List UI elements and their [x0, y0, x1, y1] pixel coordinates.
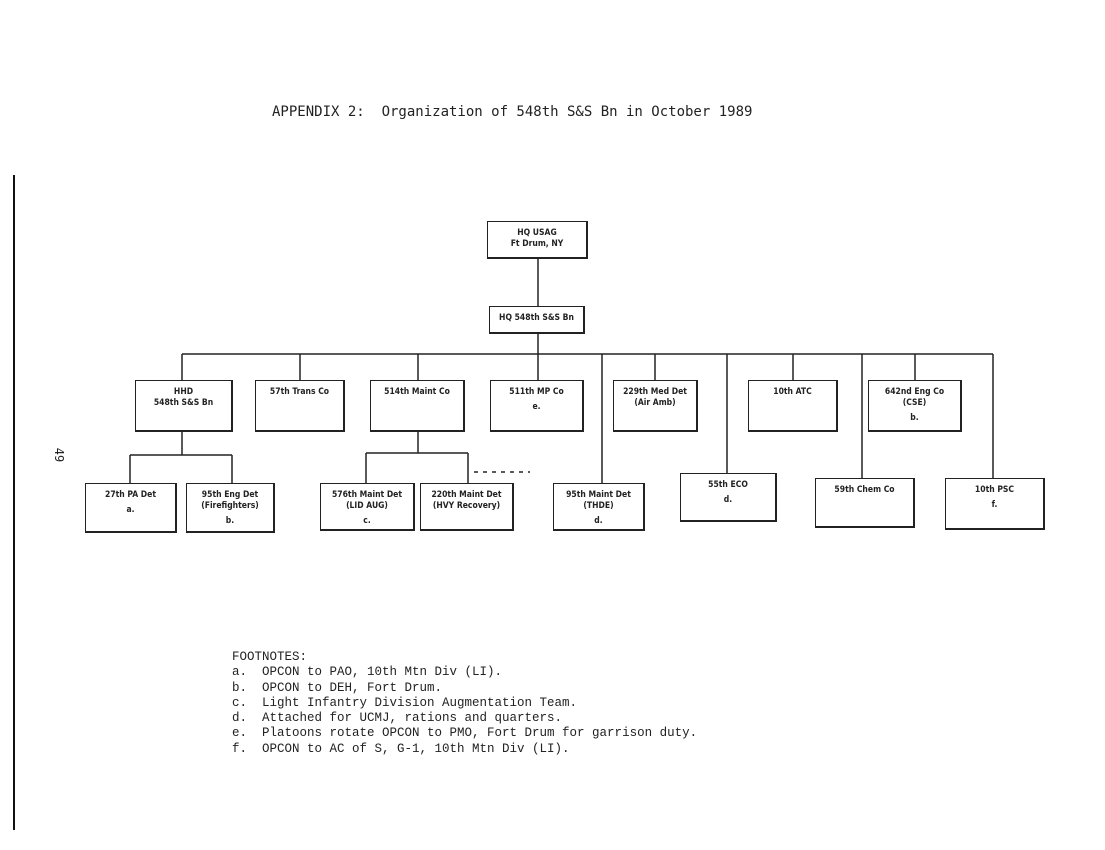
footnote: f. OPCON to AC of S, G-1, 10th Mtn Div (… [232, 741, 570, 756]
box-line: 576th Maint Det [331, 490, 403, 500]
footnote-ref: f. [991, 500, 998, 510]
box-line: Ft Drum, NY [510, 239, 564, 249]
footnote-ref: d. [594, 516, 603, 526]
box-line: 642nd Eng Co [884, 387, 945, 397]
box-line: HHD [173, 387, 194, 397]
org-box: 10th PSC f. [945, 478, 1045, 530]
org-box: 57th Trans Co [255, 380, 345, 432]
org-box: 642nd Eng Co(CSE) b. [868, 380, 962, 432]
footnote-ref: a. [126, 505, 135, 515]
org-box: 59th Chem Co [815, 478, 915, 528]
footnote-ref: d. [723, 495, 733, 505]
box-line: 548th S&S Bn [153, 398, 214, 408]
box-line: (LID AUG) [346, 501, 388, 511]
footnote: a. OPCON to PAO, 10th Mtn Div (LI). [232, 665, 503, 680]
footnote: d. Attached for UCMJ, rations and quarte… [232, 711, 563, 726]
org-box: 576th Maint Det(LID AUG) c. [320, 483, 415, 531]
box-line: HQ 548th S&S Bn [499, 313, 574, 323]
box-line: 59th Chem Co [834, 485, 895, 495]
box-line: 229th Med Det [623, 387, 687, 397]
box-line: 57th Trans Co [269, 387, 330, 397]
org-box: 514th Maint Co [370, 380, 465, 432]
org-box: 220th Maint Det(HVY Recovery) [420, 483, 514, 531]
box-line: (THDE) [583, 501, 614, 511]
margin-rule [13, 175, 15, 830]
footnote-ref: e. [532, 402, 541, 412]
org-box: 10th ATC [748, 380, 838, 432]
footnote: e. Platoons rotate OPCON to PMO, Fort Dr… [232, 726, 698, 741]
org-box: 511th MP Co e. [490, 380, 584, 432]
box-line: 220th Maint Det [431, 490, 502, 500]
org-box: 55th ECO d. [680, 473, 777, 522]
box-line: (CSE) [902, 398, 927, 408]
box-line: 55th ECO [708, 480, 748, 490]
footnote-ref: b. [910, 413, 919, 423]
box-line: (Air Amb) [634, 398, 676, 408]
footnotes: FOOTNOTES:a. OPCON to PAO, 10th Mtn Div … [232, 650, 697, 757]
box-line: 514th Maint Co [384, 387, 450, 397]
org-box: 95th Maint Det(THDE) d. [553, 483, 645, 531]
footnote-ref: b. [225, 516, 235, 526]
box-line: 511th MP Co [509, 387, 564, 397]
box-line: 27th PA Det [105, 490, 156, 500]
footnote-ref: c. [363, 516, 371, 526]
footnote: c. Light Infantry Division Augmentation … [232, 695, 578, 710]
footnotes-heading: FOOTNOTES: [232, 650, 308, 664]
box-line: (Firefighters) [201, 501, 259, 511]
box-line: 95th Eng Det [201, 490, 259, 500]
footnote: b. OPCON to DEH, Fort Drum. [232, 680, 443, 695]
box-line: 95th Maint Det [566, 490, 631, 500]
org-box-hq-usag: HQ USAG Ft Drum, NY [487, 221, 588, 259]
org-box-hq-548th: HQ 548th S&S Bn [489, 306, 585, 334]
org-box: 95th Eng Det(Firefighters) b. [186, 483, 275, 533]
org-box: 229th Med Det(Air Amb) [613, 380, 698, 432]
box-line: (HVY Recovery) [432, 501, 501, 511]
page-title: APPENDIX 2: Organization of 548th S&S Bn… [272, 104, 753, 120]
org-box: 27th PA Det a. [85, 483, 177, 533]
box-line: HQ USAG [517, 228, 557, 238]
box-line: 10th ATC [773, 387, 812, 397]
box-line: 10th PSC [974, 485, 1015, 495]
